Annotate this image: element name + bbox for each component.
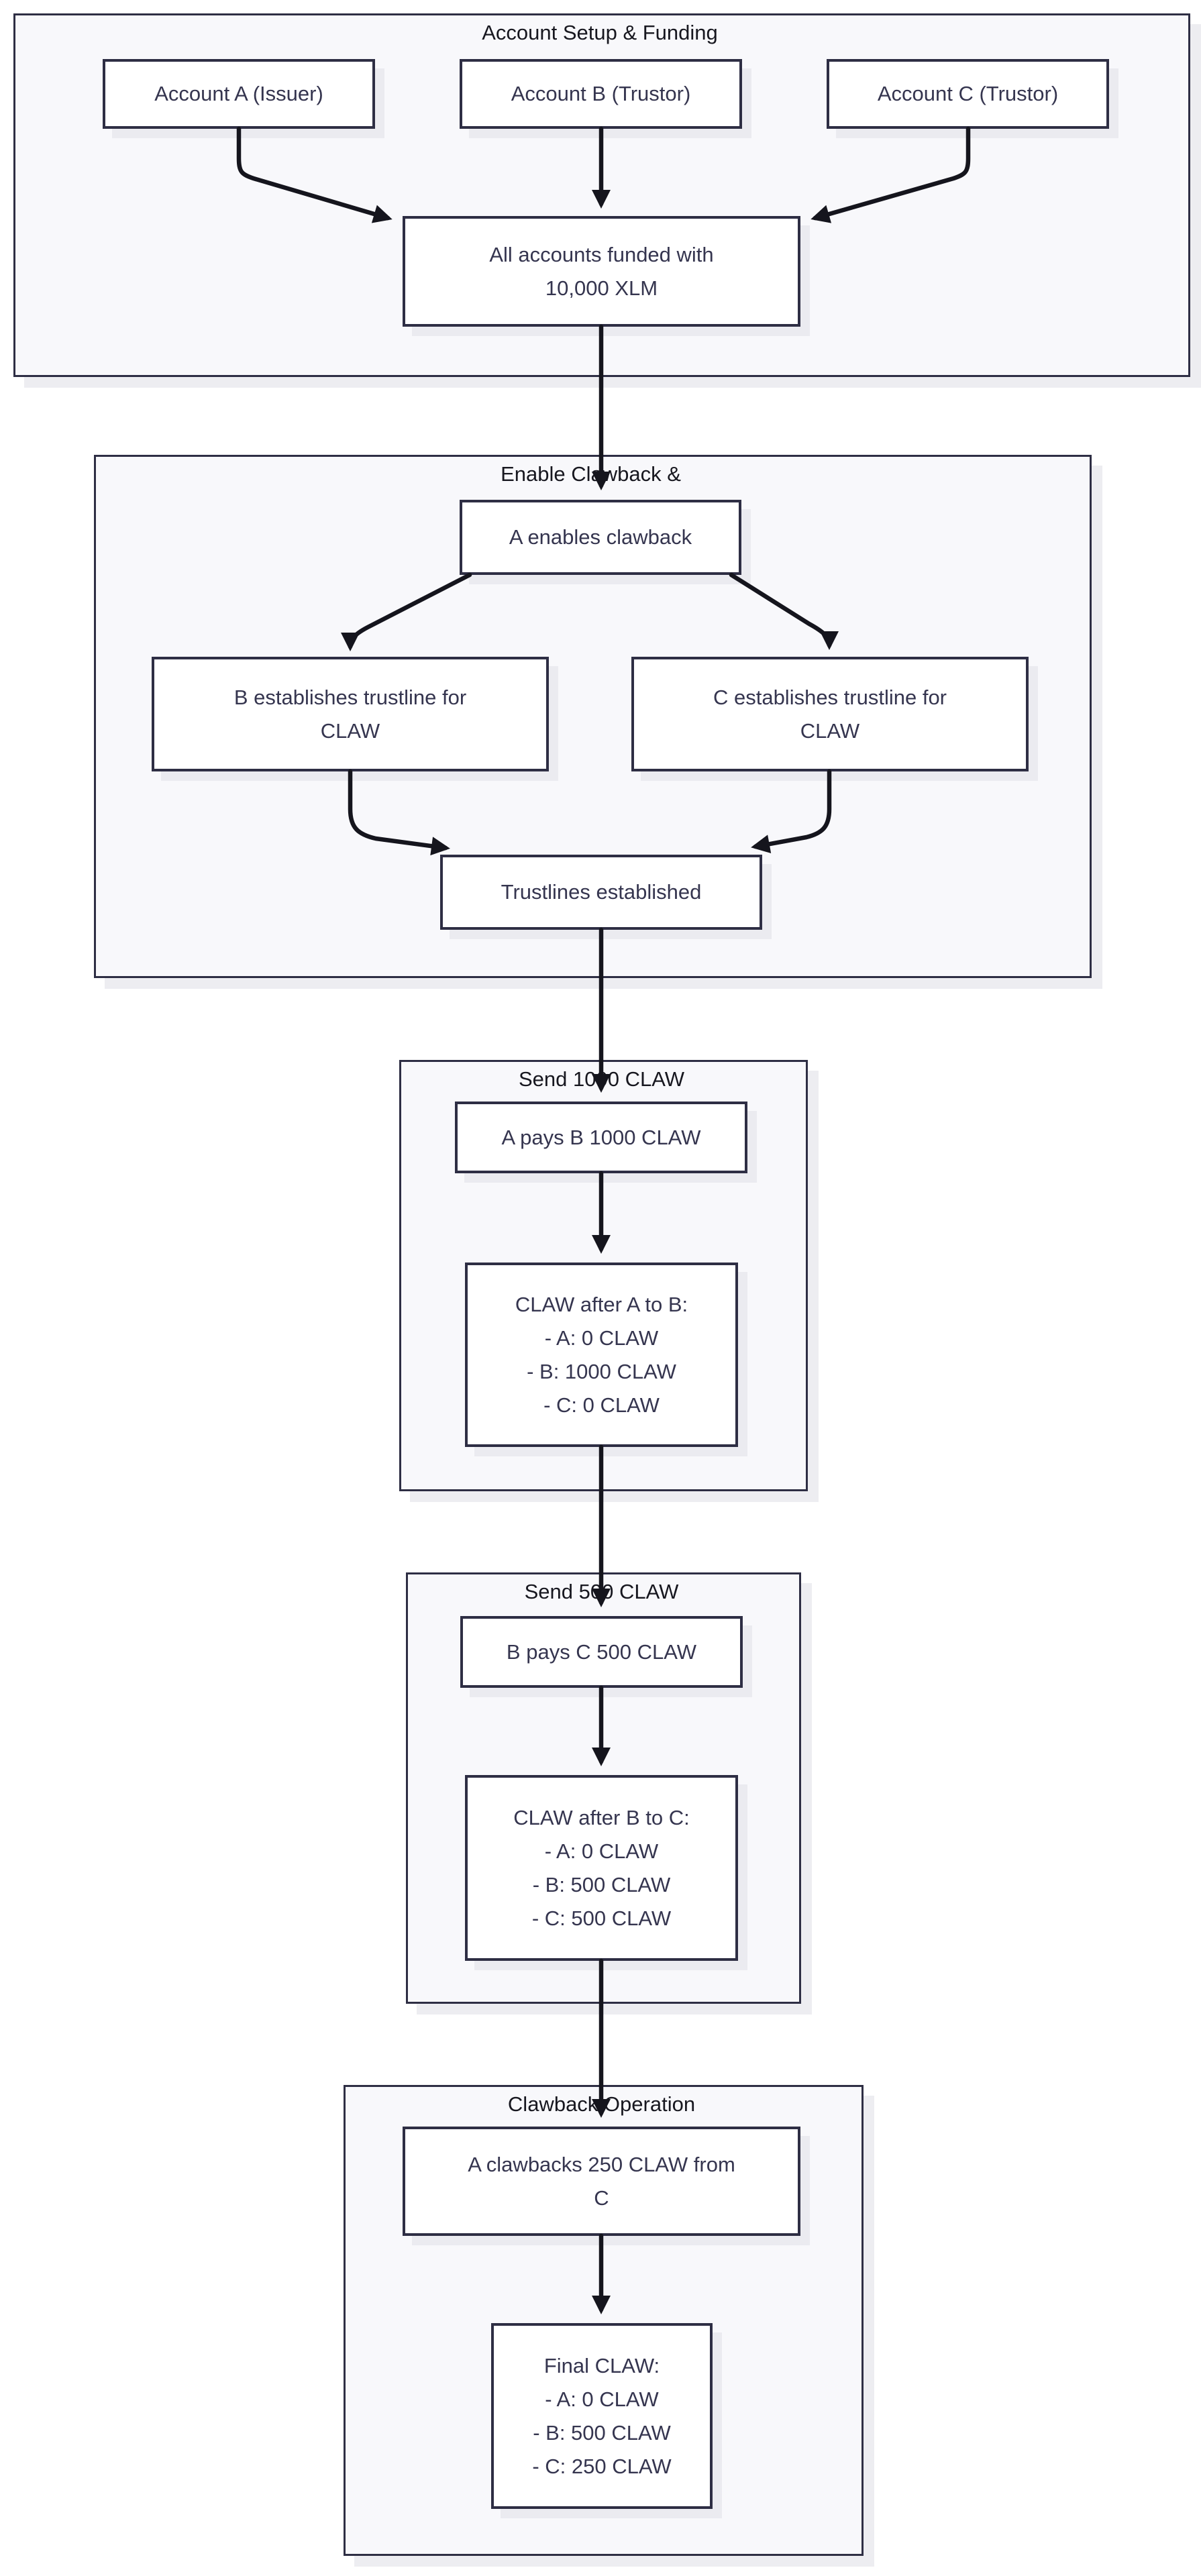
node-label: - C: 250 CLAW [532, 2454, 672, 2478]
node-label: - A: 0 CLAW [544, 1839, 659, 1863]
node-label: Account A (Issuer) [154, 82, 323, 105]
node-label: Account C (Trustor) [877, 82, 1059, 105]
cluster-title-send-500: Send 500 CLAW [524, 1580, 679, 1603]
node-trustlines-established: Trustlines established [440, 855, 762, 930]
node-label: - B: 500 CLAW [533, 2420, 671, 2445]
node-label: Account B (Trustor) [511, 82, 691, 105]
node-label: - B: 1000 CLAW [527, 1359, 676, 1383]
node-label: CLAW after A to B: [515, 1292, 688, 1316]
node-all-accounts-funded: All accounts funded with 10,000 XLM [403, 216, 800, 327]
node-label: Trustlines established [501, 880, 702, 904]
cluster-title-send-1000: Send 1000 CLAW [518, 1067, 684, 1091]
node-label: - C: 0 CLAW [543, 1393, 660, 1417]
node-label: - B: 500 CLAW [532, 1872, 671, 1896]
node-label: All accounts funded with [489, 242, 714, 266]
node-account-a: Account A (Issuer) [103, 59, 375, 129]
node-a-pays-b: A pays B 1000 CLAW [455, 1102, 747, 1173]
node-label: C establishes trustline for [713, 685, 947, 709]
node-a-enables-clawback: A enables clawback [460, 500, 741, 575]
node-label: B pays C 500 CLAW [506, 1640, 697, 1664]
node-claw-after-a-to-b: CLAW after A to B: - A: 0 CLAW - B: 1000… [465, 1263, 738, 1447]
node-c-establishes-trustline: C establishes trustline for CLAW [631, 657, 1029, 771]
node-label: - A: 0 CLAW [545, 2387, 659, 2411]
node-a-clawbacks-250: A clawbacks 250 CLAW from C [403, 2127, 800, 2236]
node-account-b: Account B (Trustor) [460, 59, 742, 129]
node-label: B establishes trustline for [233, 685, 467, 709]
node-label: A pays B 1000 CLAW [501, 1125, 701, 1149]
cluster-title-account-setup: Account Setup & Funding [482, 21, 718, 44]
node-account-c: Account C (Trustor) [827, 59, 1109, 129]
node-label: 10,000 XLM [545, 276, 658, 300]
node-label: - C: 500 CLAW [531, 1906, 672, 1930]
node-label: A enables clawback [509, 525, 692, 549]
node-b-pays-c: B pays C 500 CLAW [460, 1616, 743, 1688]
node-label: C [594, 2186, 609, 2210]
cluster-title-clawback-operation: Clawback Operation [507, 2092, 696, 2116]
node-label: CLAW [320, 718, 380, 743]
node-label: CLAW [800, 718, 860, 743]
node-claw-after-b-to-c: CLAW after B to C: - A: 0 CLAW - B: 500 … [465, 1775, 738, 1961]
node-label: CLAW after B to C: [513, 1805, 690, 1829]
node-label: - A: 0 CLAW [544, 1326, 659, 1350]
node-final-claw: Final CLAW: - A: 0 CLAW - B: 500 CLAW - … [491, 2323, 713, 2509]
node-b-establishes-trustline: B establishes trustline for CLAW [152, 657, 549, 771]
node-label: A clawbacks 250 CLAW from [468, 2152, 735, 2176]
node-label: Final CLAW: [543, 2353, 660, 2377]
cluster-title-enable-clawback: Enable Clawback & [501, 462, 681, 486]
